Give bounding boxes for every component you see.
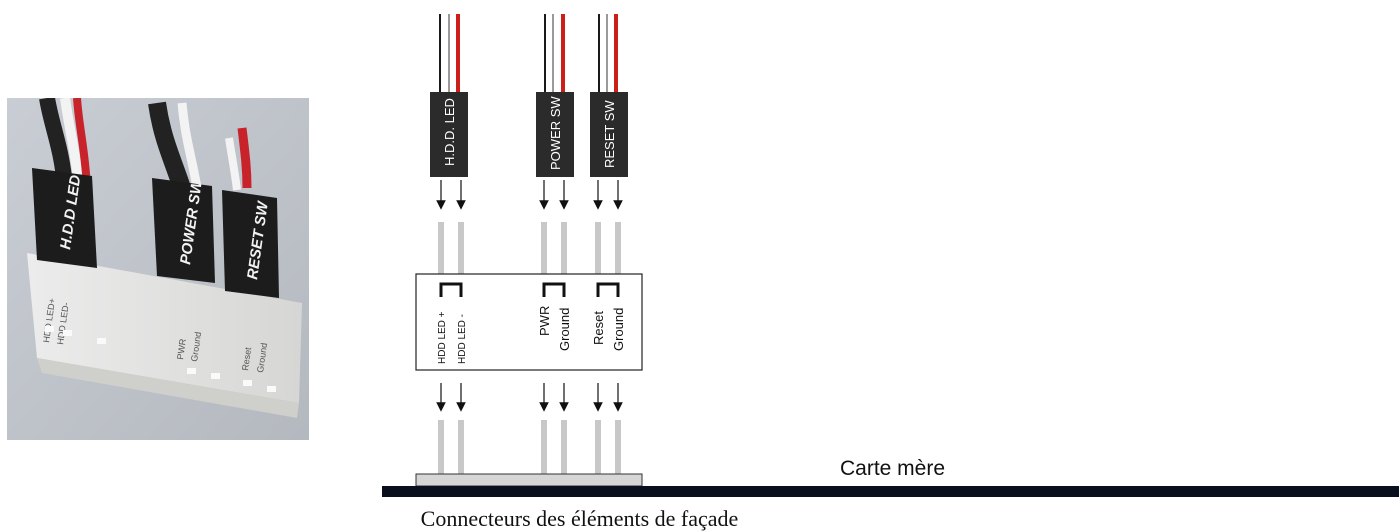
lower-arrows [441,383,618,407]
connector-label-reset-sw: RESET SW [602,100,617,168]
pin-label-ground-1: Ground [557,308,572,351]
motherboard-label: Carte mère [840,457,945,481]
connector-label-power-sw: POWER SW [548,96,563,170]
header-pins-lower [438,420,621,474]
caption-text: Connecteurs des éléments de façade [421,506,739,531]
motherboard-header-base [416,474,642,486]
figure-caption: Connecteurs des éléments de façade [0,506,1399,532]
top-wires [440,14,616,92]
connector-label-hdd-led: H.D.D. LED [442,98,457,166]
pin-label-hdd-led-minus: HDD LED - [457,314,468,364]
connector-bodies [430,92,628,177]
pin-label-ground-2: Ground [611,308,626,351]
header-pins-upper [438,222,621,274]
pin-label-pwr: PWR [537,306,552,336]
motherboard-bar [382,486,1399,497]
pin-label-hdd-led-plus: HDD LED + [437,311,448,364]
upper-arrows [441,180,618,205]
pin-label-reset: Reset [591,311,606,345]
front-panel-header-box [416,274,642,370]
